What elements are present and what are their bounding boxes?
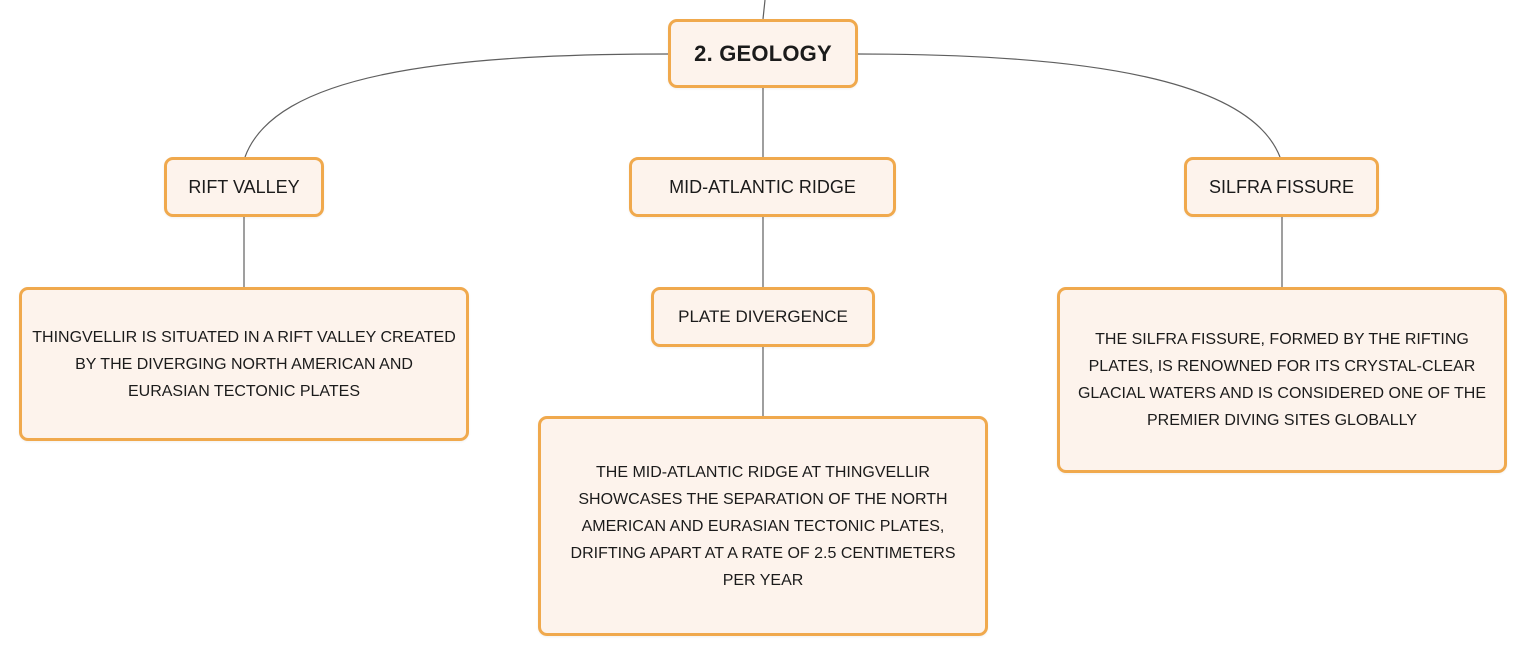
root-node-label: 2. GEOLOGY bbox=[694, 40, 832, 66]
connector-geology-to-silfra-fissure bbox=[857, 53, 1281, 158]
node-mid-atlantic-ridge-label: MID-ATLANTIC RIDGE bbox=[669, 176, 856, 197]
root-node-geology[interactable]: 2. GEOLOGY bbox=[668, 19, 858, 88]
node-rift-valley-description[interactable]: THINGVELLIR IS SITUATED IN A RIFT VALLEY… bbox=[19, 287, 469, 441]
node-plate-divergence-label: PLATE DIVERGENCE bbox=[678, 307, 848, 326]
connector-from-parent bbox=[762, 0, 766, 20]
node-plate-divergence[interactable]: PLATE DIVERGENCE bbox=[651, 287, 875, 347]
node-mid-atlantic-ridge[interactable]: MID-ATLANTIC RIDGE bbox=[629, 157, 896, 217]
silfra-fissure-description-text: THE SILFRA FISSURE, FORMED BY THE RIFTIN… bbox=[1077, 331, 1487, 429]
node-rift-valley-label: RIFT VALLEY bbox=[188, 176, 300, 197]
node-silfra-fissure-description[interactable]: THE SILFRA FISSURE, FORMED BY THE RIFTIN… bbox=[1057, 287, 1507, 473]
connector-geology-to-rift-valley bbox=[244, 53, 669, 158]
rift-valley-description-text: THINGVELLIR IS SITUATED IN A RIFT VALLEY… bbox=[32, 328, 456, 400]
node-plate-divergence-description[interactable]: THE MID-ATLANTIC RIDGE AT THINGVELLIR SH… bbox=[538, 416, 988, 636]
node-silfra-fissure[interactable]: SILFRA FISSURE bbox=[1184, 157, 1379, 217]
node-rift-valley[interactable]: RIFT VALLEY bbox=[164, 157, 324, 217]
plate-divergence-description-text: THE MID-ATLANTIC RIDGE AT THINGVELLIR SH… bbox=[570, 463, 956, 589]
node-silfra-fissure-label: SILFRA FISSURE bbox=[1208, 176, 1355, 197]
